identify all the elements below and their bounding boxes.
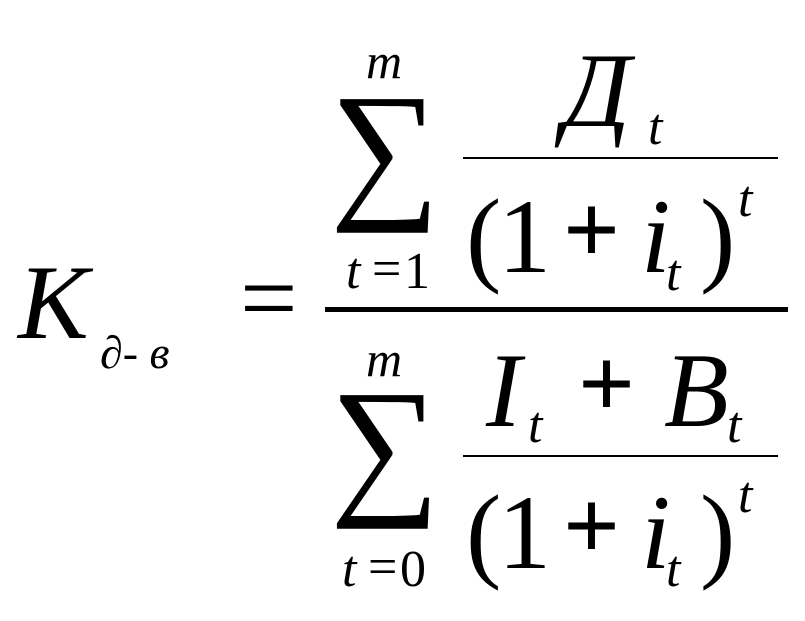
numerator-sigma-icon: ∑ <box>330 64 440 234</box>
denominator-right-paren: ) <box>700 474 736 591</box>
numerator-sum-lower-eq: = <box>372 241 402 298</box>
denominator-sum-lower-eq: = <box>368 539 398 596</box>
denominator-sigma-icon: ∑ <box>330 360 440 530</box>
numerator-sum-upper-limit: m <box>366 33 403 89</box>
denominator-sum-lower-val: 0 <box>400 541 426 598</box>
numerator-term-symbol: Д <box>563 32 631 149</box>
numerator-term-subscript: t <box>648 99 663 156</box>
numerator-plus: + <box>563 174 620 285</box>
equals-sign: = <box>240 242 298 355</box>
lhs-symbol-k: K <box>18 244 89 361</box>
denominator-i-subscript: t <box>666 541 681 598</box>
numerator-sum-lower-var: t <box>346 243 361 300</box>
denominator-sum-lower-var: t <box>342 541 357 598</box>
numerator-sum-lower-val: 1 <box>404 243 430 300</box>
numerator-inner-fraction-bar <box>463 157 778 159</box>
numerator-i: i <box>641 178 671 295</box>
main-fraction-bar <box>325 307 788 312</box>
denominator-term-symbol-b: B <box>664 332 729 449</box>
denominator-exponent: t <box>738 467 753 524</box>
numerator-exponent: t <box>738 171 753 228</box>
denominator-left-paren: ( <box>466 474 502 591</box>
denominator-term-plus: + <box>578 328 635 439</box>
denominator-term-subscript-1: t <box>528 397 543 454</box>
numerator-i-subscript: t <box>666 245 681 302</box>
numerator-right-paren: ) <box>700 178 736 295</box>
denominator-one: 1 <box>498 474 551 591</box>
denominator-inner-fraction-bar <box>463 455 778 457</box>
denominator-sum-upper-limit: m <box>366 331 403 387</box>
lhs-subscript: ∂- в <box>100 327 170 378</box>
denominator-plus: + <box>563 470 620 581</box>
numerator-left-paren: ( <box>466 178 502 295</box>
denominator-term-symbol-i: I <box>486 332 522 449</box>
denominator-i: i <box>641 474 671 591</box>
denominator-term-subscript-2: t <box>727 397 742 454</box>
numerator-one: 1 <box>498 178 551 295</box>
